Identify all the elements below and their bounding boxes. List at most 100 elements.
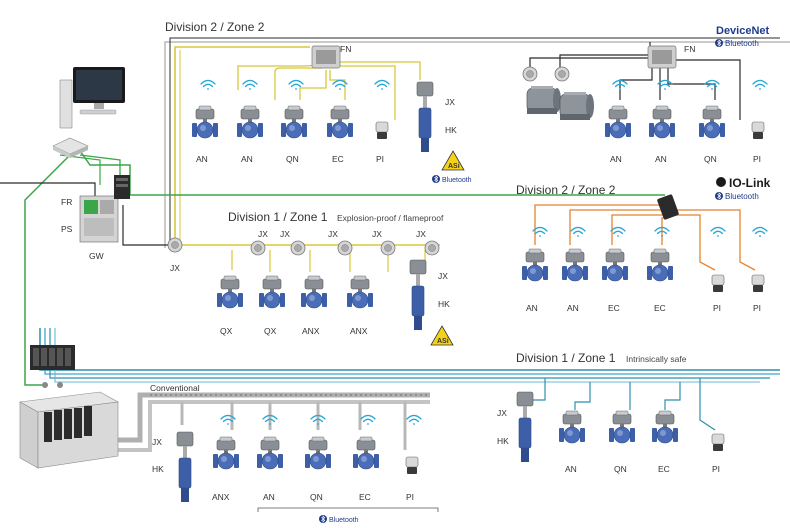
group-mid-left: JX JX JX JX JX QX QX ANX ANX JX HK ASi xyxy=(216,229,454,346)
device-label: AN xyxy=(565,464,577,474)
valve-icon xyxy=(608,410,636,444)
knife-gate-valve-icon xyxy=(409,259,427,331)
network-switch-icon xyxy=(52,137,89,158)
wifi-icon xyxy=(242,79,258,91)
device-label: EC xyxy=(608,303,620,313)
wifi-icon xyxy=(704,79,720,91)
device-label: EC xyxy=(332,154,344,164)
device-label: QX xyxy=(220,326,233,336)
control-room: FR PS GW JX xyxy=(19,67,183,469)
devicenet-text: DeviceNet xyxy=(716,25,770,37)
jx-label: JX xyxy=(280,229,290,239)
valve-icon xyxy=(212,436,240,470)
group-top-left: FN AN AN QN EC PI JX HK ASi Bluetooth xyxy=(191,44,472,184)
zone-subtitle-div1-mid: Explosion-proof / flameproof xyxy=(337,213,444,223)
jx-label-main: JX xyxy=(170,263,180,273)
iolink-icon xyxy=(716,177,726,187)
position-indicator-icon xyxy=(751,121,765,140)
junction-box-icon xyxy=(337,240,353,256)
io-link-master-icon xyxy=(657,194,679,220)
junction-box-icon xyxy=(554,66,570,82)
group-bottom-left: JX HK ANX AN QN EC PI Bluetooth xyxy=(152,414,422,524)
valve-icon xyxy=(236,105,264,139)
valve-icon xyxy=(191,105,219,139)
valve-icon xyxy=(558,410,586,444)
hk-label: HK xyxy=(152,464,164,474)
device-label: PI xyxy=(713,303,721,313)
group-top-right: FN AN AN QN PI xyxy=(522,44,768,164)
position-indicator-icon xyxy=(405,456,419,475)
valve-icon xyxy=(521,248,549,282)
device-label: QN xyxy=(286,154,299,164)
valve-icon xyxy=(698,105,726,139)
wifi-icon xyxy=(752,79,768,91)
device-label: ANX xyxy=(302,326,320,336)
valve-icon xyxy=(604,105,632,139)
motor-icon xyxy=(559,91,595,121)
jx-label: JX xyxy=(445,97,455,107)
zone-subtitle-div1-bottom: Intrinsically safe xyxy=(626,354,687,364)
bluetooth-text: Bluetooth xyxy=(329,517,359,524)
knife-gate-valve-icon xyxy=(416,81,434,153)
iolink-text: IO-Link xyxy=(729,176,771,190)
hk-label: HK xyxy=(445,125,457,135)
asi-text: ASi xyxy=(448,163,460,170)
group-bottom-right: JX HK AN QN EC PI xyxy=(497,391,725,474)
group-mid-right: AN AN EC EC PI PI xyxy=(521,194,768,313)
motor-icon xyxy=(526,85,562,115)
bluetooth-icon xyxy=(714,38,724,48)
device-label: ANX xyxy=(350,326,368,336)
valve-icon xyxy=(216,275,244,309)
zone-titles: Division 2 / Zone 2 Division 2 / Zone 2 … xyxy=(150,20,687,393)
wifi-icon xyxy=(710,226,726,238)
bluetooth-icon xyxy=(431,174,441,184)
junction-box-icon xyxy=(424,240,440,256)
bluetooth-icon xyxy=(318,514,328,524)
valve-icon xyxy=(651,410,679,444)
device-label: AN xyxy=(655,154,667,164)
device-label: AN xyxy=(263,492,275,502)
wifi-icon xyxy=(752,226,768,238)
wifi-icon xyxy=(570,226,586,238)
junction-box-icon xyxy=(290,240,306,256)
device-label: AN xyxy=(610,154,622,164)
jx-label: JX xyxy=(258,229,268,239)
position-indicator-icon xyxy=(711,274,725,293)
barrier-rack-icon xyxy=(30,345,75,388)
junction-box-icon xyxy=(522,66,538,82)
iolink-logo: IO-Link Bluetooth xyxy=(714,176,771,201)
fn-label: FN xyxy=(684,44,695,54)
knife-gate-valve-icon xyxy=(176,431,194,503)
device-label: ANX xyxy=(212,492,230,502)
gw-label: GW xyxy=(89,251,104,261)
junction-box-icon xyxy=(167,237,183,253)
gateway-cabinet-icon xyxy=(79,175,130,243)
jx-label: JX xyxy=(438,271,448,281)
jx-label: JX xyxy=(497,408,507,418)
bluetooth-text: Bluetooth xyxy=(725,192,759,201)
wifi-icon xyxy=(406,414,422,426)
wifi-icon xyxy=(610,226,626,238)
position-indicator-icon xyxy=(711,433,725,452)
device-label: PI xyxy=(712,464,720,474)
zone-title-div2-top: Division 2 / Zone 2 xyxy=(165,20,265,34)
zone-title-div2-right: Division 2 / Zone 2 xyxy=(516,183,616,197)
zone-title-div1-bottom: Division 1 / Zone 1 xyxy=(516,351,616,365)
device-label: EC xyxy=(359,492,371,502)
jx-label: JX xyxy=(152,437,162,447)
device-label: AN xyxy=(196,154,208,164)
valve-icon xyxy=(646,248,674,282)
jx-label: JX xyxy=(372,229,382,239)
valve-icon xyxy=(304,436,332,470)
ps-label: PS xyxy=(61,224,73,234)
bluetooth-text: Bluetooth xyxy=(725,39,759,48)
fr-label: FR xyxy=(61,197,72,207)
bus-top-black xyxy=(169,37,780,244)
position-indicator-icon xyxy=(375,121,389,140)
device-label: QN xyxy=(614,464,627,474)
hk-label: HK xyxy=(438,299,450,309)
device-label: AN xyxy=(241,154,253,164)
device-label: EC xyxy=(658,464,670,474)
device-label: PI xyxy=(376,154,384,164)
